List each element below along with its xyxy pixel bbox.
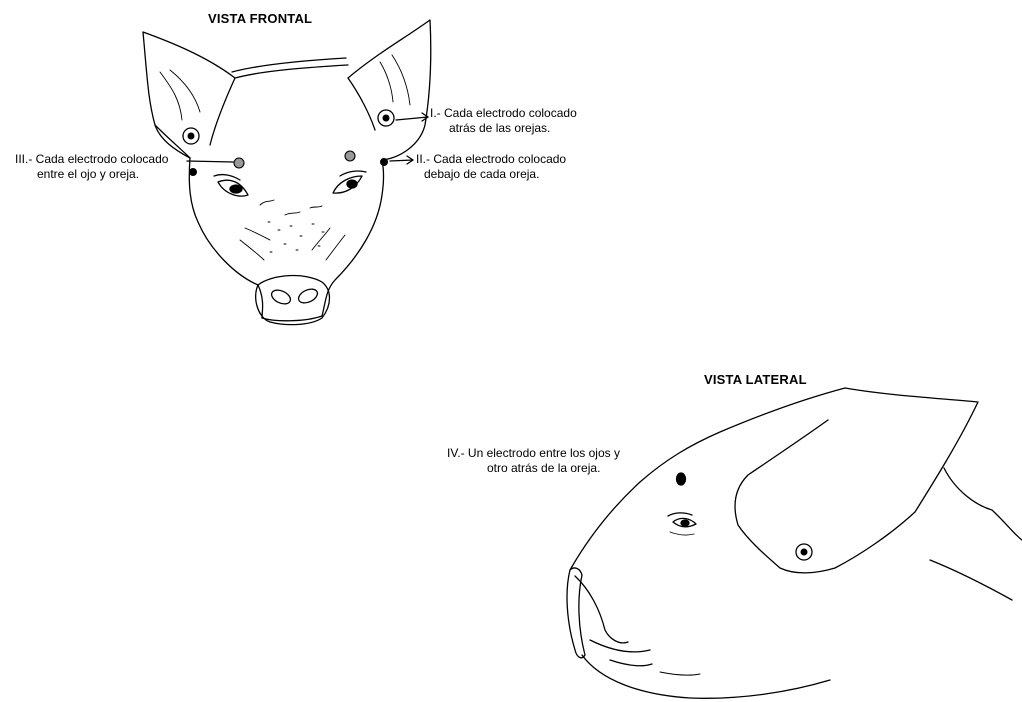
frontal-right-nostril bbox=[296, 286, 319, 305]
pig-head-frontal bbox=[143, 20, 431, 325]
lateral-head-top bbox=[570, 388, 845, 570]
lateral-ear bbox=[735, 388, 978, 573]
note-electrode-below-ears: II.- Cada electrodo colocado debajo de c… bbox=[416, 152, 566, 182]
note-electrode-behind-ears: I.- Cada electrodo colocado atrás de las… bbox=[430, 106, 577, 136]
lateral-neck bbox=[944, 468, 1022, 540]
pig-head-lateral bbox=[567, 388, 1022, 698]
frontal-view-title: VISTA FRONTAL bbox=[208, 11, 312, 26]
frontal-electrodes bbox=[183, 110, 394, 176]
lateral-jaw bbox=[582, 655, 830, 698]
lateral-snout bbox=[567, 568, 585, 658]
electrode-between-eyes bbox=[677, 473, 686, 485]
note-1-line-1: I.- Cada electrodo colocado bbox=[430, 106, 577, 121]
note-4-line-1: IV.- Un electrodo entre los ojos y bbox=[447, 446, 620, 461]
electrode-below-left-ear bbox=[190, 169, 197, 176]
electrode-between-eye-ear-left bbox=[234, 158, 244, 168]
electrode-between-eye-ear-right bbox=[345, 151, 355, 161]
frontal-right-ear bbox=[348, 20, 431, 160]
note-3-line-1: III.- Cada electrodo colocado bbox=[15, 152, 168, 167]
note-electrode-between-eye-ear: III.- Cada electrodo colocado entre el o… bbox=[15, 152, 168, 182]
note-1-line-2: atrás de las orejas. bbox=[430, 121, 577, 136]
lateral-view-title: VISTA LATERAL bbox=[704, 372, 807, 387]
lateral-electrodes bbox=[677, 473, 813, 560]
note-2-line-1: II.- Cada electrodo colocado bbox=[416, 152, 566, 167]
frontal-forehead bbox=[235, 65, 348, 78]
note-electrode-lateral: IV.- Un electrodo entre los ojos y otro … bbox=[447, 446, 620, 476]
electrode-below-right-ear bbox=[381, 159, 388, 166]
note-4-line-2: otro atrás de la oreja. bbox=[447, 461, 620, 476]
note-3-line-2: entre el ojo y oreja. bbox=[15, 167, 168, 182]
frontal-left-nostril bbox=[269, 287, 292, 306]
note-2-line-2: debajo de cada oreja. bbox=[416, 167, 566, 182]
